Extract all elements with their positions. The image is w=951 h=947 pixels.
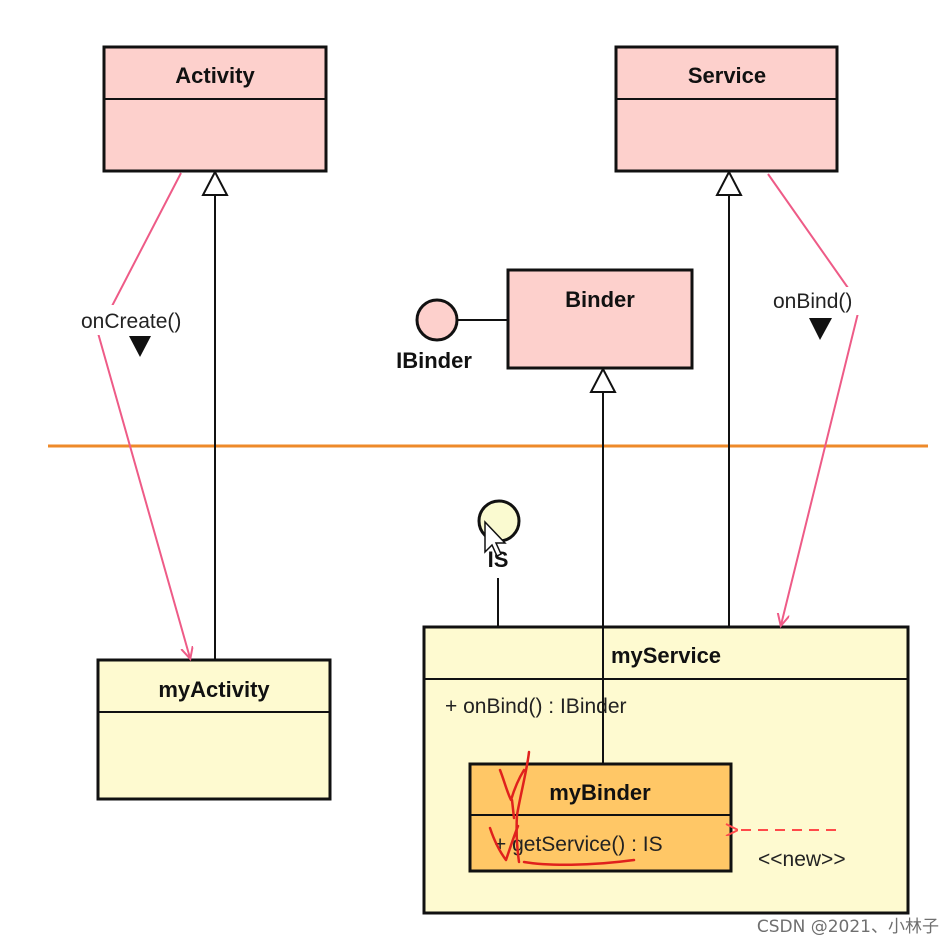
activity-class-name: Activity bbox=[175, 63, 255, 88]
my-activity-class[interactable]: myActivity bbox=[96, 658, 332, 801]
is-interface[interactable]: IS bbox=[477, 499, 521, 627]
inheritance-myservice-service bbox=[715, 169, 743, 627]
my-binder-class-name: myBinder bbox=[549, 780, 651, 805]
my-service-member: + onBind() : IBinder bbox=[445, 695, 627, 718]
oncreate-label: onCreate() bbox=[81, 310, 181, 333]
inheritance-mybinder-binder bbox=[589, 366, 617, 764]
new-stereotype-label: <<new>> bbox=[758, 848, 846, 871]
binder-class[interactable]: Binder bbox=[506, 268, 694, 370]
activity-class[interactable]: Activity bbox=[102, 45, 328, 173]
mouse-cursor-icon bbox=[484, 520, 507, 558]
service-class-name: Service bbox=[688, 63, 766, 88]
ibinder-label: IBinder bbox=[396, 348, 472, 373]
onbind-label: onBind() bbox=[773, 290, 852, 313]
is-label: IS bbox=[488, 547, 509, 572]
my-service-class-name: myService bbox=[611, 643, 721, 668]
handwritten-annotation bbox=[488, 750, 636, 867]
my-binder-class[interactable]: myBinder + getService() : IS bbox=[468, 762, 733, 873]
my-activity-class-name: myActivity bbox=[158, 677, 270, 702]
service-class[interactable]: Service bbox=[614, 45, 839, 173]
my-binder-member: + getService() : IS bbox=[494, 833, 663, 856]
new-instance-arrow: <<new>> bbox=[736, 830, 846, 871]
oncreate-direction-icon bbox=[129, 336, 151, 357]
onbind-direction-icon bbox=[809, 318, 832, 340]
binder-class-name: Binder bbox=[565, 287, 635, 312]
oncreate-call: onCreate() bbox=[81, 172, 200, 658]
onbind-call: onBind() bbox=[767, 173, 869, 625]
inheritance-myactivity-activity bbox=[201, 169, 229, 660]
ibinder-interface[interactable]: IBinder bbox=[396, 298, 508, 373]
csdn-watermark: CSDN @2021、小林子 bbox=[756, 917, 939, 937]
